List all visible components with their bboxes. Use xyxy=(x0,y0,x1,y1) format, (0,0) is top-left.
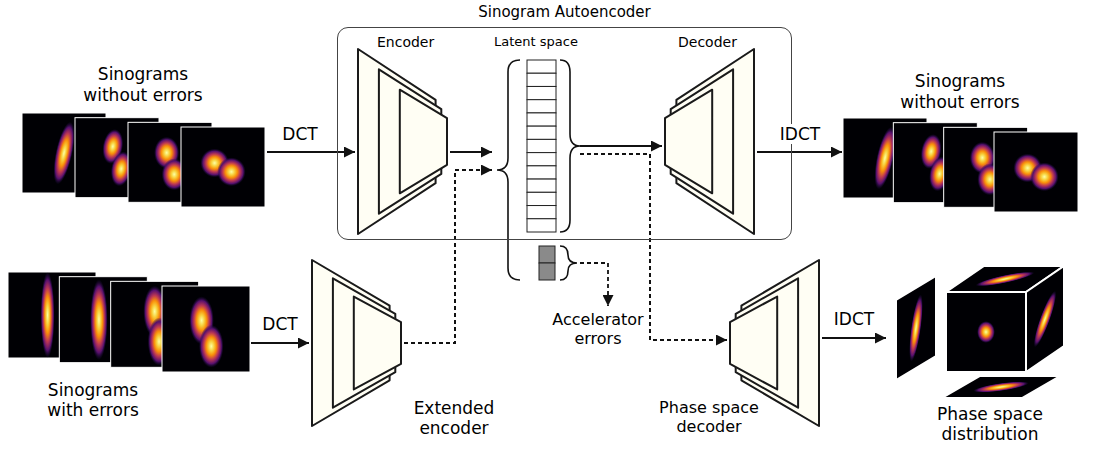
latent-cell xyxy=(527,179,556,192)
node-shape xyxy=(8,272,250,372)
latent-cell xyxy=(527,192,556,205)
intensity-blob xyxy=(41,272,55,358)
sinogram-stack: Sinograms with errors xyxy=(8,272,250,372)
sinogram-background xyxy=(162,286,250,372)
intensity-blob xyxy=(49,120,79,186)
node-label: Sinogram Autoencoder xyxy=(338,3,791,21)
callout-label: Accelerator errors xyxy=(545,310,651,348)
node-shape xyxy=(662,34,757,236)
node-label: Sinograms without errors xyxy=(885,71,1035,112)
node-label: Sinograms without errors xyxy=(68,64,218,105)
intensity-blob xyxy=(906,294,925,363)
latent-cell xyxy=(527,206,556,219)
cube-left-face xyxy=(896,276,936,380)
node-label: Encoder xyxy=(377,34,434,51)
latent-cell xyxy=(527,166,556,179)
network-layer xyxy=(730,297,777,390)
edge-label: DCT xyxy=(259,314,300,334)
error-brace-right xyxy=(560,246,577,280)
flow-arrow xyxy=(822,337,886,339)
intensity-blob xyxy=(199,325,224,368)
node-shape xyxy=(492,34,580,284)
network-layer xyxy=(665,90,712,194)
autoencoder-group: Sinogram AutoencoderEncoderLatent spaceD… xyxy=(337,27,792,240)
error-cell xyxy=(539,246,555,263)
encoder-block: Encoder xyxy=(355,34,450,236)
latent-cell xyxy=(527,126,556,139)
flow-arrow xyxy=(251,342,309,344)
edge-label: DCT xyxy=(279,124,320,144)
intensity-blob xyxy=(90,279,108,360)
node-shape xyxy=(843,118,1078,212)
node-shape xyxy=(309,258,404,428)
error-cell xyxy=(539,263,555,280)
cube-front-face xyxy=(946,292,1026,372)
cube-right-face xyxy=(1026,266,1064,372)
intensity-blob xyxy=(217,157,246,186)
network-layer xyxy=(354,297,401,390)
decoder-block: Decoder xyxy=(662,34,757,236)
node-label: Sinograms with errors xyxy=(33,380,153,421)
intensity-blob xyxy=(977,321,995,343)
latent-cell xyxy=(527,60,556,73)
latent-cell xyxy=(527,100,556,113)
sinogram-frame xyxy=(181,127,265,207)
node-label: Extended encoder xyxy=(406,398,502,439)
extended-encoder: Extended encoder xyxy=(309,258,404,428)
sinogram-stack: Sinograms without errors xyxy=(22,113,265,207)
sinogram-frame xyxy=(994,132,1078,212)
intensity-blob xyxy=(975,269,1035,289)
latent-cell xyxy=(527,113,556,126)
node-label: Phase space distribution xyxy=(930,404,1050,445)
cube-bottom-face xyxy=(942,376,1060,398)
intensity-blob xyxy=(1030,289,1060,349)
phase-space-decoder: Phase space decoder xyxy=(727,258,822,428)
node-label: Decoder xyxy=(678,34,737,51)
flow-arrow xyxy=(757,151,842,153)
flow-arrow xyxy=(580,145,662,147)
latent-cell xyxy=(527,139,556,152)
network-layer xyxy=(400,90,447,194)
latent-cell xyxy=(527,73,556,86)
phase-space-cube: Phase space distribution xyxy=(886,260,1082,400)
sinogram-frame xyxy=(162,286,250,372)
sinogram-background xyxy=(181,127,265,207)
latent-brace-left xyxy=(497,60,520,280)
intensity-blob xyxy=(1030,162,1059,191)
edge-label: IDCT xyxy=(831,309,877,329)
error-arrow xyxy=(580,263,608,306)
latent-cell xyxy=(527,86,556,99)
latent-brace-right xyxy=(560,60,580,232)
edge-label: IDCT xyxy=(777,124,823,144)
flow-arrow xyxy=(450,151,492,153)
sinogram-background xyxy=(994,132,1078,212)
node-shape xyxy=(355,34,450,236)
latent-cell xyxy=(527,219,556,232)
node-shape xyxy=(886,260,1082,400)
latent-space: Latent space xyxy=(492,34,580,284)
sinogram-stack: Sinograms without errors xyxy=(843,118,1078,212)
flow-arrow xyxy=(267,151,355,153)
node-label: Latent space xyxy=(492,34,580,50)
node-shape xyxy=(22,113,265,207)
node-label: Phase space decoder xyxy=(655,398,763,436)
latent-cell xyxy=(527,153,556,166)
intensity-blob xyxy=(973,379,1030,395)
